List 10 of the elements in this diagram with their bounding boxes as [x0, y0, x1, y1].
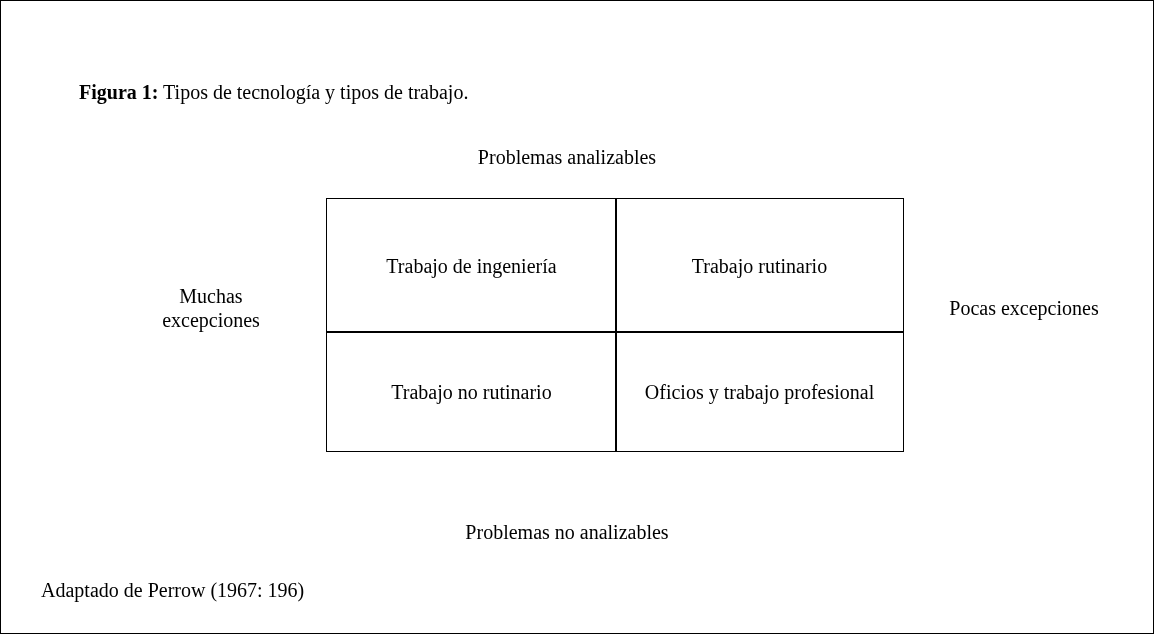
figure-title: Figura 1: Tipos de tecnología y tipos de trabajo. [79, 81, 469, 104]
source-note: Adaptado de Perrow (1967: 196) [41, 579, 305, 602]
axis-label: Pocas excepciones [948, 296, 1100, 320]
matrix-cell: Trabajo de ingeniería [326, 198, 617, 333]
matrix-cell: Oficios y trabajo profesional [615, 331, 904, 452]
axis-label: Problemas analizables [476, 145, 658, 169]
matrix-cell: Trabajo no rutinario [326, 331, 617, 452]
matrix-cell: Trabajo rutinario [615, 198, 904, 333]
axis-label: Muchas excepciones [161, 284, 261, 332]
axis-label: Problemas no analizables [464, 520, 670, 544]
